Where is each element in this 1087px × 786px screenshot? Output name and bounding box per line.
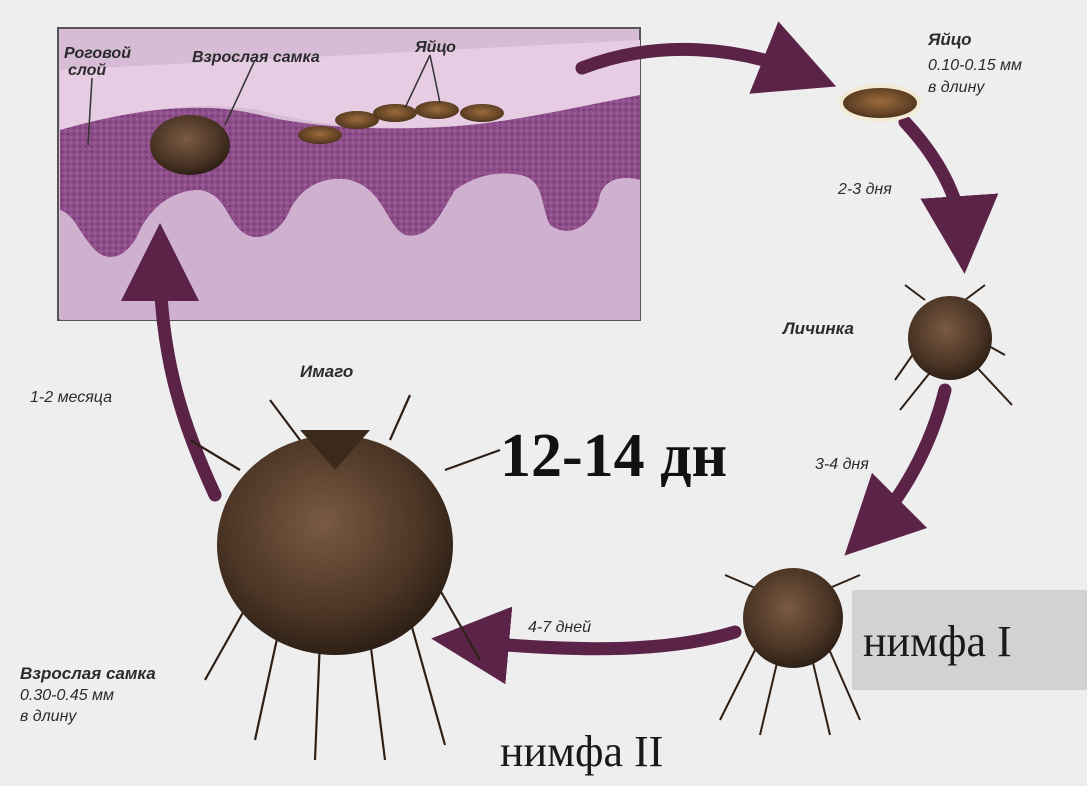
arrow-nymph-to-imago xyxy=(470,632,735,649)
inset-female-label: Взрослая самка xyxy=(192,49,320,66)
egg-illustration xyxy=(838,84,922,122)
adult-size: 0.30-0.45 мм xyxy=(20,687,114,704)
stratum-label-line1: Роговой xyxy=(64,45,131,62)
nymph1-label: нимфа I xyxy=(863,617,1012,666)
nymph-illustration xyxy=(720,568,860,735)
larva-illustration xyxy=(895,285,1012,410)
egg-size-unit: в длину xyxy=(928,79,985,96)
duration-nymph-to-imago: 4-7 дней xyxy=(528,619,591,636)
adult-title: Взрослая самка xyxy=(20,664,156,683)
larva-label: Личинка xyxy=(781,319,854,338)
egg-size: 0.10-0.15 мм xyxy=(928,57,1022,74)
total-duration-label: 12-14 дн xyxy=(500,422,727,490)
duration-egg-to-larva: 2-3 дня xyxy=(837,181,892,198)
nymph2-label: нимфа II xyxy=(500,727,663,776)
arrow-egg-to-larva xyxy=(905,122,962,235)
egg-title: Яйцо xyxy=(927,30,972,49)
imago-illustration xyxy=(190,395,500,760)
inset-egg-label: Яйцо xyxy=(414,39,456,56)
skin-section-inset xyxy=(58,28,640,320)
stratum-label-line2: слой xyxy=(68,62,106,79)
imago-label: Имаго xyxy=(300,362,353,381)
duration-larva-to-nymph: 3-4 дня xyxy=(815,456,869,473)
duration-imago-to-skin: 1-2 месяца xyxy=(30,389,112,406)
arrow-larva-to-nymph xyxy=(872,390,945,528)
adult-size-unit: в длину xyxy=(20,708,77,725)
